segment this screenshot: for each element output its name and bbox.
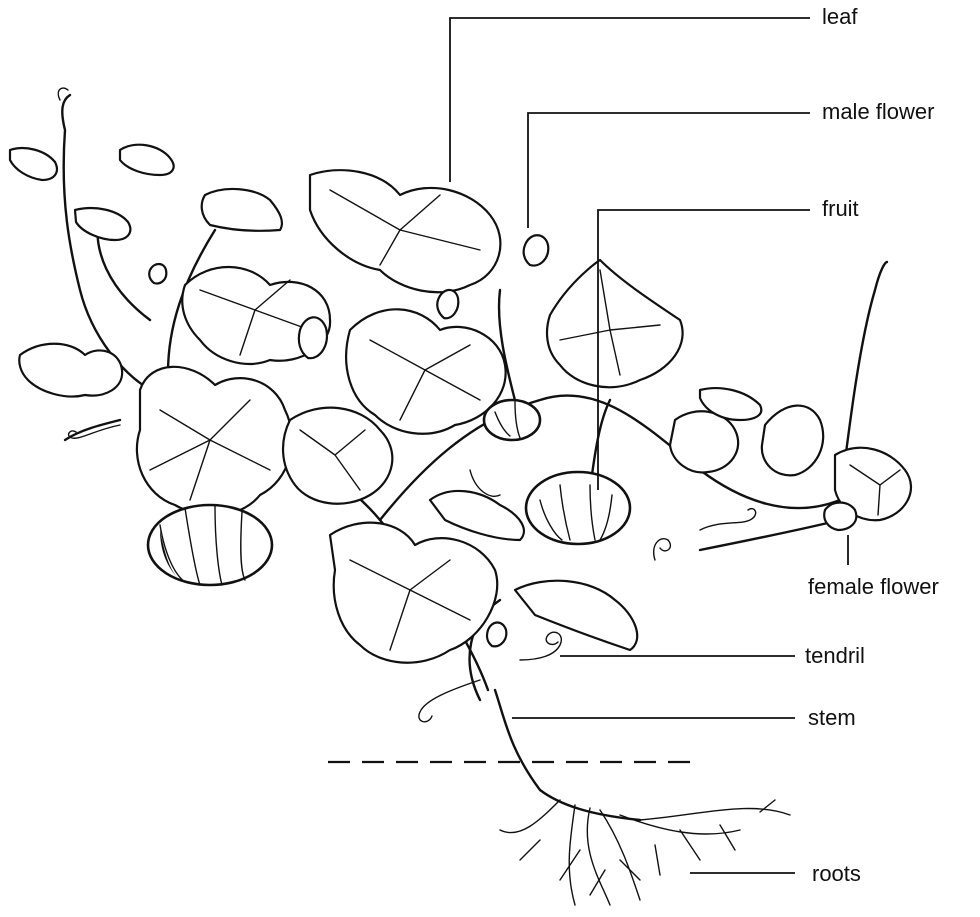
leaves xyxy=(10,145,911,663)
label-leaf: leaf xyxy=(822,5,857,29)
label-fruit: fruit xyxy=(822,197,859,221)
roots xyxy=(500,800,790,905)
label-male-flower: male flower xyxy=(822,100,934,124)
label-stem: stem xyxy=(808,706,856,730)
label-female-flower: female flower xyxy=(808,575,939,599)
leader-leaf xyxy=(450,18,810,182)
label-tendril: tendril xyxy=(805,644,865,668)
label-roots: roots xyxy=(812,862,861,886)
